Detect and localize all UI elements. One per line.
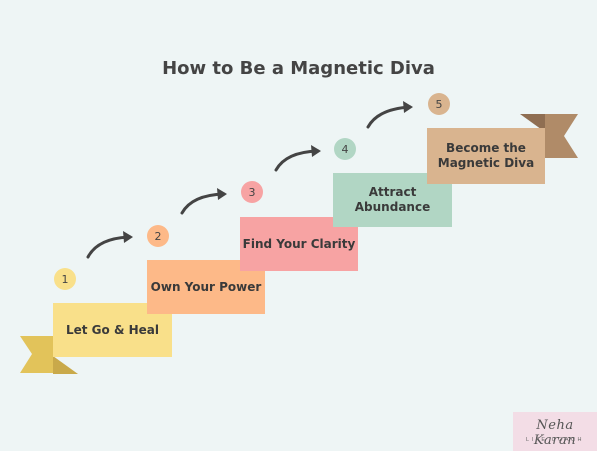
ribbon-tail-right xyxy=(545,114,578,158)
ribbon-fold-right xyxy=(520,114,545,132)
arrow-2-3 xyxy=(180,192,226,215)
step-number-1: 1 xyxy=(54,268,76,290)
arrowhead-2-3 xyxy=(217,188,227,200)
step-label-3: Find Your Clarity xyxy=(242,236,356,251)
step-number-2: 2 xyxy=(147,225,169,247)
step-number-3: 3 xyxy=(241,181,263,203)
logo-subtitle: LIFE COACH xyxy=(525,437,584,443)
step-number-5: 5 xyxy=(428,93,450,115)
step-label-5: Become the Magnetic Diva xyxy=(437,141,535,170)
logo-name: Neha Karan xyxy=(533,418,577,448)
arrowhead-3-4 xyxy=(311,145,321,157)
brand-logo: Neha Karan LIFE COACH xyxy=(513,412,597,451)
arrowhead-4-5 xyxy=(403,101,413,113)
arrow-4-5 xyxy=(366,105,412,129)
ribbon-tail-left xyxy=(20,336,53,373)
step-label-1: Let Go & Heal xyxy=(65,322,159,337)
ribbon-fold-left xyxy=(53,356,78,374)
arrowhead-1-2 xyxy=(123,231,133,243)
arrow-1-2 xyxy=(86,235,132,259)
diagram-title: How to Be a Magnetic Diva xyxy=(162,58,435,79)
step-label-4: Attract Abundance xyxy=(354,185,431,214)
step-number-4: 4 xyxy=(334,138,356,160)
arrow-3-4 xyxy=(274,149,320,172)
step-label-2: Own Your Power xyxy=(150,279,262,294)
step-box-5 xyxy=(427,128,545,184)
